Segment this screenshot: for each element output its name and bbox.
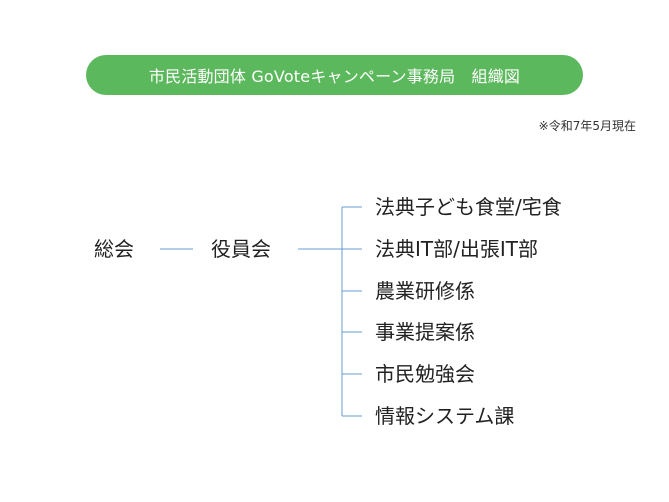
branch-item: 法典子ども食堂/宅食	[375, 195, 562, 219]
as-of-date: ※令和7年5月現在	[538, 119, 636, 133]
branch-item: 市民勉強会	[375, 362, 475, 386]
branch-item: 情報システム課	[375, 404, 515, 428]
node-board: 役員会	[211, 237, 271, 261]
branch-item: 事業提案係	[375, 320, 475, 344]
branch-item: 農業研修係	[375, 279, 475, 303]
node-general-meeting: 総会	[94, 237, 134, 261]
org-chart-title-text: 市民活動団体 GoVoteキャンペーン事務局 組織図	[148, 67, 521, 86]
org-chart-title: 市民活動団体 GoVoteキャンペーン事務局 組織図	[86, 55, 583, 95]
branch-item: 法典IT部/出張IT部	[375, 237, 538, 261]
